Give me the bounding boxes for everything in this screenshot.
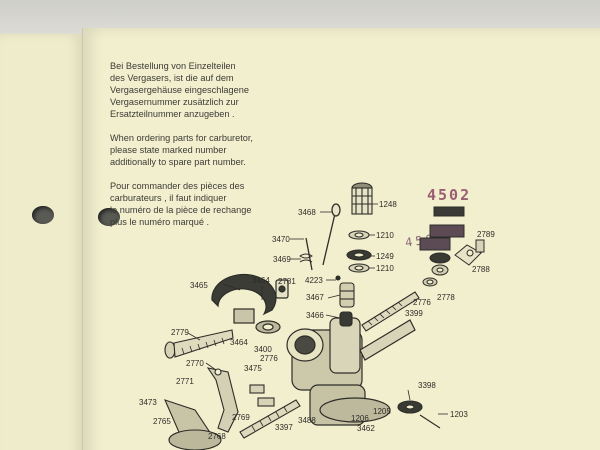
callout-labels: 3468 1248 3470 1210 3469 1249 1210 4223 … — [139, 200, 495, 441]
slide-icon — [335, 275, 355, 327]
callout-1210-lower: 1210 — [376, 264, 394, 273]
callout-3488: 3488 — [298, 416, 316, 425]
callout-2769: 2769 — [232, 413, 250, 422]
small-parts-cluster-icon — [419, 206, 485, 287]
shaft-3397-icon — [239, 399, 301, 439]
callout-3398: 3398 — [418, 381, 436, 390]
needle-icon — [299, 203, 341, 271]
lever-assembly-icon — [164, 367, 275, 450]
callout-3465: 3465 — [190, 281, 208, 290]
callout-2776-lower: 2776 — [260, 354, 278, 363]
callout-3470: 3470 — [272, 235, 290, 244]
callout-3467: 3467 — [306, 293, 324, 302]
left-page — [0, 34, 82, 450]
screw-3399-icon — [361, 291, 420, 332]
callout-2765: 2765 — [153, 417, 171, 426]
callout-2778: 2778 — [437, 293, 455, 302]
callout-3466: 3466 — [306, 311, 324, 320]
leader-lines — [187, 203, 448, 415]
callout-2781: 2781 — [278, 277, 296, 286]
callout-2768: 2768 — [208, 432, 226, 441]
punch-hole-left — [32, 206, 54, 224]
callout-1248: 1248 — [379, 200, 397, 209]
instructions-english: When ordering parts for carburetor, plea… — [110, 133, 253, 167]
callout-3400: 3400 — [254, 345, 272, 354]
callout-1249: 1249 — [376, 252, 394, 261]
instructions-text-block: Bei Bestellung von Einzelteilen des Verg… — [110, 60, 310, 240]
callout-3464-upper: 3464 — [252, 276, 270, 285]
callout-3468: 3468 — [298, 208, 316, 217]
callout-1203: 1203 — [450, 410, 468, 419]
callout-3397: 3397 — [275, 423, 293, 432]
callout-3475: 3475 — [244, 364, 262, 373]
callout-3399: 3399 — [405, 309, 423, 318]
clamp-ring-icon — [211, 273, 289, 334]
callout-1210-upper: 1210 — [376, 231, 394, 240]
callout-2789: 2789 — [477, 230, 495, 239]
callout-4223: 4223 — [305, 276, 323, 285]
disc-3398-icon — [397, 400, 441, 429]
callout-3469: 3469 — [273, 255, 291, 264]
bolt-2779-icon — [164, 329, 234, 359]
callout-2779: 2779 — [171, 328, 189, 337]
instructions-french: Pour commander des pièces des carburateu… — [110, 181, 252, 227]
carburetor-number-stamp: 4502 — [427, 186, 472, 204]
callout-2788: 2788 — [472, 265, 490, 274]
callout-3462: 3462 — [357, 424, 375, 433]
carburetor-body-icon — [286, 317, 416, 426]
callout-3464-lower: 3464 — [230, 338, 248, 347]
top-cap-icon — [351, 182, 373, 215]
callout-1205: 1205 — [373, 407, 391, 416]
callout-2770: 2770 — [186, 359, 204, 368]
instructions-german: Bei Bestellung von Einzelteilen des Verg… — [110, 61, 249, 119]
callout-2776-upper: 2776 — [413, 298, 431, 307]
washer-stack-icon — [346, 230, 372, 273]
callout-3473: 3473 — [139, 398, 157, 407]
punch-hole-right — [98, 208, 120, 226]
callout-1206: 1206 — [351, 414, 369, 423]
callout-2771: 2771 — [176, 377, 194, 386]
